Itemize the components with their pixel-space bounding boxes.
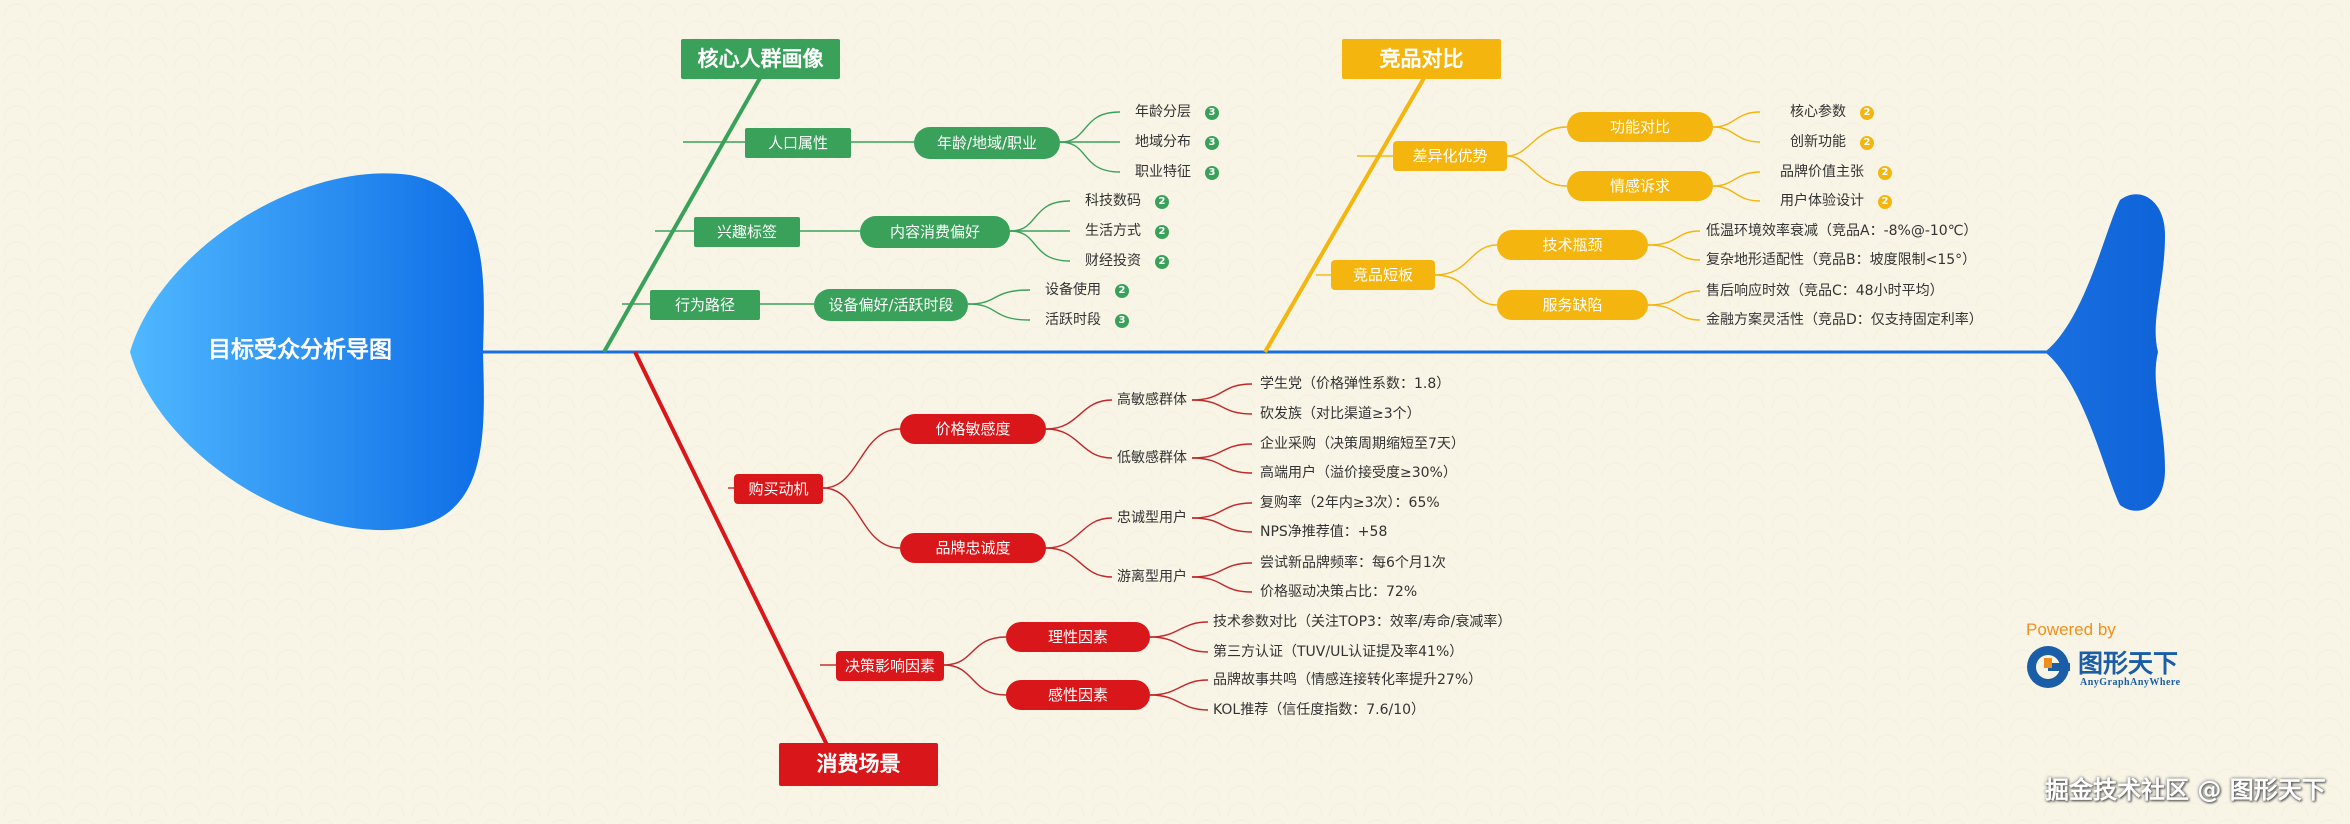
- scene-tier-1-2-2: 游离型用户: [1117, 569, 1187, 585]
- powered-by-label: Powered by: [2026, 620, 2116, 639]
- logo-subtext: AnyGraphAnyWhere: [2080, 677, 2181, 688]
- competitor-sub-2-2[interactable]: 服务缺陷: [1497, 290, 1648, 320]
- bone-scene: [633, 351, 829, 746]
- watermark-footer: 掘金技术社区 @ 图形天下: [2045, 776, 2326, 804]
- scene-leaf: KOL推荐（信任度指数：7.6/10）: [1213, 702, 1426, 718]
- competitor-sub-2-1[interactable]: 技术瓶颈: [1497, 230, 1648, 260]
- category-core[interactable]: 核心人群画像: [681, 39, 840, 79]
- scene-sub-2-2[interactable]: 感性因素: [1006, 680, 1150, 710]
- competitor-branch-2[interactable]: 竞品短板: [1331, 260, 1435, 290]
- competitor-leaf-2-1-2: 复杂地形适配性（竞品B：坡度限制<15°）: [1706, 252, 1977, 268]
- competitor-branch-1[interactable]: 差异化优势: [1393, 141, 1507, 171]
- competitor-sub-1-2[interactable]: 情感诉求: [1567, 171, 1713, 201]
- scene-leaf: 技术参数对比（关注TOP3：效率/寿命/衰减率）: [1213, 614, 1512, 630]
- competitor-leaf-2-2-2: 金融方案灵活性（竞品D：仅支持固定利率）: [1706, 312, 1983, 328]
- scene-leaf: 企业采购（决策周期缩短至7天）: [1260, 436, 1465, 452]
- scene-tier-1-2-1: 忠诚型用户: [1117, 510, 1187, 526]
- scene-sub-1-1[interactable]: 价格敏感度: [900, 414, 1046, 444]
- scene-tier-1-1-1: 高敏感群体: [1117, 392, 1187, 408]
- scene-leaf: 价格驱动决策占比：72%: [1260, 584, 1418, 600]
- scene-sub-2-1[interactable]: 理性因素: [1006, 622, 1150, 652]
- competitor-leaf-2-2-1: 售后响应时效（竞品C：48小时平均）: [1706, 283, 1944, 299]
- scene-leaf: 高端用户（溢价接受度≥30%）: [1260, 465, 1457, 481]
- fish-tail: [2045, 194, 2165, 511]
- competitor-leaf-2-1-1: 低温环境效率衰减（竞品A：-8%@-10℃）: [1706, 223, 1978, 239]
- core-sub-2[interactable]: 内容消费偏好: [860, 216, 1010, 248]
- scene-leaf: 品牌故事共鸣（情感连接转化率提升27%）: [1213, 672, 1483, 688]
- competitor-sub-1-1[interactable]: 功能对比: [1567, 112, 1713, 142]
- core-sub-3[interactable]: 设备偏好/活跃时段: [814, 289, 968, 321]
- category-scene[interactable]: 消费场景: [779, 743, 938, 786]
- scene-tier-1-1-2: 低敏感群体: [1117, 450, 1187, 466]
- scene-branch-1[interactable]: 购买动机: [734, 474, 823, 504]
- head-title: 目标受众分析导图: [208, 337, 392, 363]
- scene-leaf: 第三方认证（TUV/UL认证提及率41%）: [1213, 644, 1464, 660]
- bone-competitor: [1263, 76, 1426, 354]
- core-branch-1[interactable]: 人口属性: [745, 128, 851, 158]
- scene-leaf: 学生党（价格弹性系数：1.8）: [1260, 376, 1451, 392]
- logo-text: 图形天下: [2078, 649, 2179, 678]
- scene-leaf: 尝试新品牌频率：每6个月1次: [1260, 555, 1446, 571]
- core-branch-3[interactable]: 行为路径: [650, 290, 760, 320]
- scene-leaf: 砍发族（对比渠道≥3个）: [1260, 406, 1421, 422]
- scene-branch-2[interactable]: 决策影响因素: [836, 651, 944, 681]
- scene-sub-1-2[interactable]: 品牌忠诚度: [900, 533, 1046, 563]
- scene-leaf: 复购率（2年内≥3次）：65%: [1260, 495, 1440, 511]
- fish-head: [130, 173, 484, 531]
- core-sub-1[interactable]: 年龄/地域/职业: [914, 127, 1060, 159]
- category-competitor[interactable]: 竞品对比: [1342, 39, 1501, 79]
- bone-core: [602, 77, 762, 353]
- core-branch-2[interactable]: 兴趣标签: [694, 217, 800, 247]
- scene-leaf: NPS净推荐值：+58: [1260, 524, 1388, 540]
